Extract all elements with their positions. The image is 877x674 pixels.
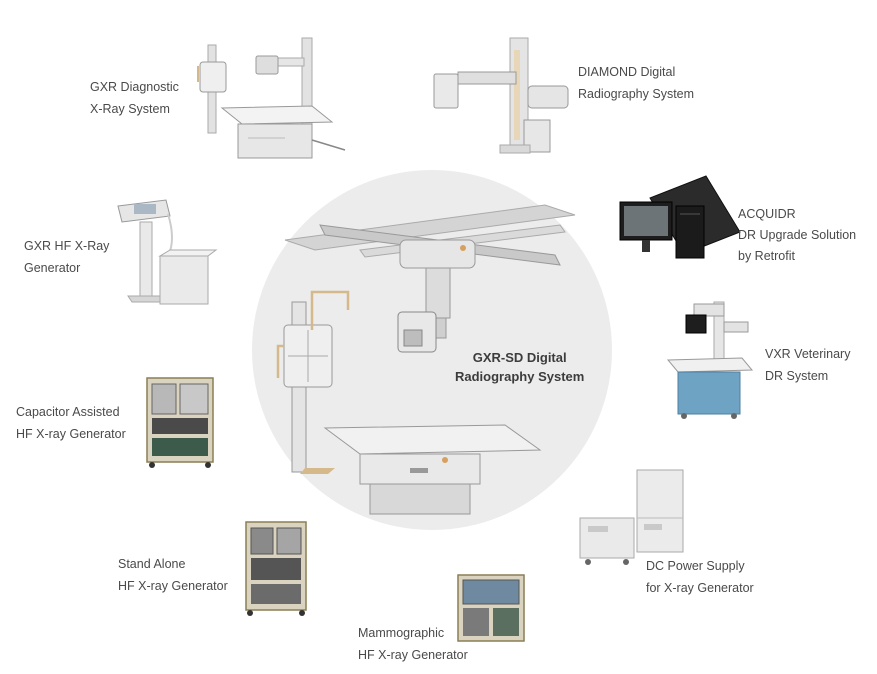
product-label-vxr: VXR Veterinary DR System [765, 343, 850, 387]
center-label-line1: GXR-SD Digital [472, 350, 567, 365]
label-line: DC Power Supply [646, 559, 745, 573]
label-line: by Retrofit [738, 249, 795, 263]
center-product-label: GXR-SD Digital Radiography System [455, 348, 584, 386]
product-label-gxr-diagnostic: GXR Diagnostic X-Ray System [90, 76, 179, 120]
label-line: HF X-ray Generator [358, 648, 468, 662]
label-line: Radiography System [578, 87, 695, 101]
label-line: X-Ray System [90, 102, 170, 116]
product-label-diamond: DIAMOND Digital Radiography System [578, 61, 694, 105]
label-line: VXR Veterinary [765, 347, 851, 361]
label-line: GXR Diagnostic [90, 80, 179, 94]
label-line: HF X-ray Generator [118, 579, 228, 593]
label-line: Mammographic [358, 626, 445, 640]
product-label-acquidr: ACQUIDR DR Upgrade Solution by Retrofit [738, 204, 856, 267]
label-line: DR Upgrade Solution [738, 228, 857, 242]
product-label-capacitor: Capacitor Assisted HF X-ray Generator [16, 401, 126, 445]
label-line: DR System [765, 369, 829, 383]
label-line: Capacitor Assisted [16, 405, 120, 419]
product-label-gxr-hf: GXR HF X-Ray Generator [24, 235, 109, 279]
product-label-standalone: Stand Alone HF X-ray Generator [118, 553, 228, 597]
label-line: Stand Alone [118, 557, 186, 571]
label-line: ACQUIDR [738, 207, 796, 221]
label-line: HF X-ray Generator [16, 427, 126, 441]
product-label-mammo: Mammographic HF X-ray Generator [358, 622, 468, 666]
center-label-line2: Radiography System [455, 369, 585, 384]
label-line: for X-ray Generator [646, 581, 754, 595]
label-line: DIAMOND Digital [578, 65, 676, 79]
label-line: Generator [24, 261, 81, 275]
label-line: GXR HF X-Ray [24, 239, 110, 253]
product-label-dcpower: DC Power Supply for X-ray Generator [646, 555, 754, 599]
